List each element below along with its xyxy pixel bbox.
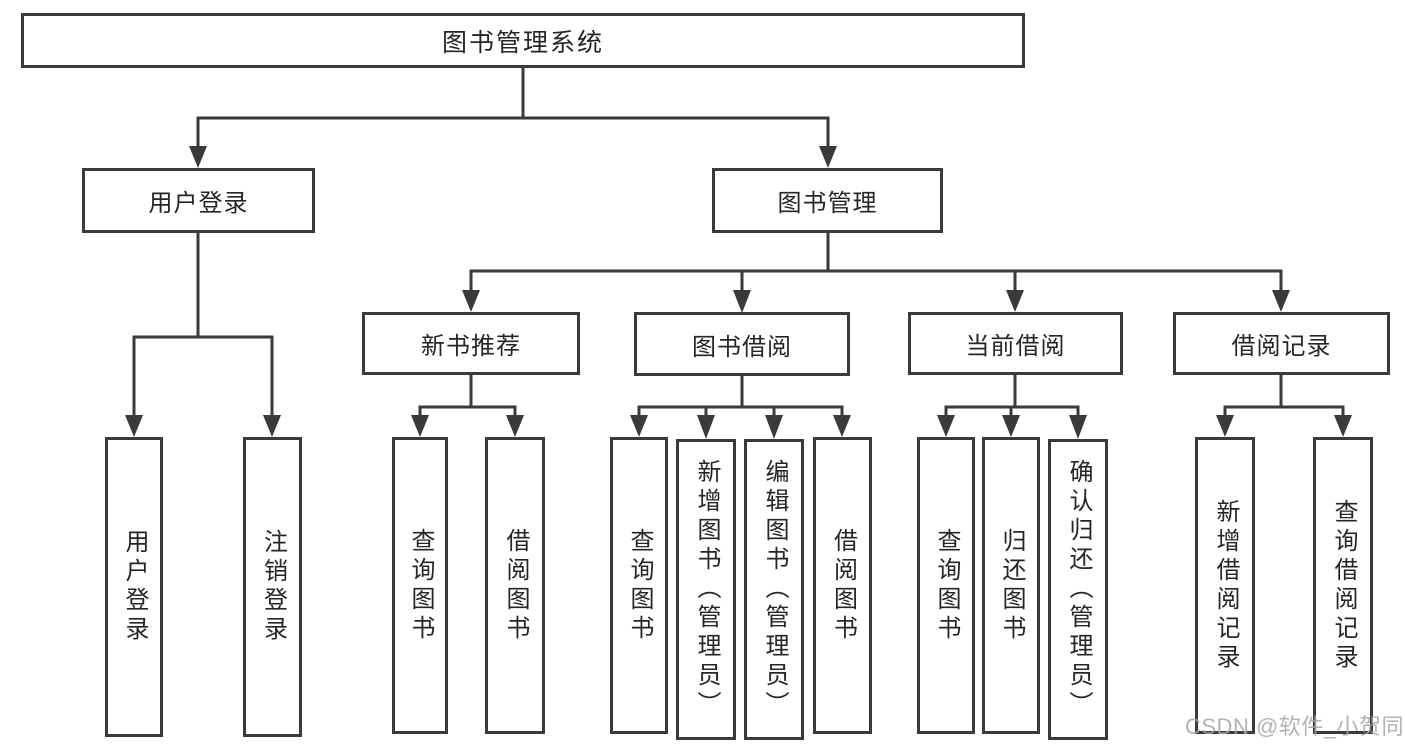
- node-current-borrowing: 当前借阅: [908, 312, 1123, 375]
- node-library-management-system: 图书管理系统: [21, 13, 1025, 68]
- connector-book-mgmt: [469, 231, 1283, 295]
- leaf-return-books-label: 归还图书: [998, 527, 1025, 644]
- node-book-borrowing: 图书借阅: [634, 312, 850, 376]
- leaf-query-books-3: 查询图书: [917, 437, 975, 734]
- leaf-borrow-books-1-label: 借阅图书: [502, 527, 529, 644]
- connector-user-login: [132, 231, 274, 420]
- node-borrowing-records: 借阅记录: [1173, 312, 1390, 375]
- leaf-logout: 注销登录: [243, 437, 302, 737]
- leaf-query-books-1: 查询图书: [392, 437, 448, 734]
- leaf-logout-label: 注销登录: [259, 529, 287, 645]
- node-user-login: 用户登录: [82, 168, 315, 233]
- leaf-borrow-books-2: 借阅图书: [813, 437, 872, 734]
- connector-current-borrow: [944, 373, 1080, 420]
- arrowheads: [125, 146, 1352, 439]
- leaf-query-books-1-label: 查询图书: [407, 527, 434, 644]
- leaf-confirm-return-admin-label: 确认归还（管理员）: [1065, 459, 1092, 720]
- connector-book-borrow: [637, 374, 844, 420]
- connector-new-book-rec: [418, 373, 517, 420]
- leaf-query-books-3-label: 查询图书: [933, 527, 960, 644]
- connector-borrow-records: [1223, 373, 1345, 420]
- leaf-borrow-books-2-label: 借阅图书: [829, 527, 857, 644]
- leaf-user-login-label: 用户登录: [121, 529, 148, 645]
- leaf-edit-book-admin: 编辑图书（管理员）: [744, 439, 804, 740]
- leaf-query-borrow-record-label: 查询借阅记录: [1330, 498, 1357, 673]
- leaf-add-borrow-record-label: 新增借阅记录: [1212, 498, 1239, 673]
- leaf-query-books-2: 查询图书: [610, 437, 668, 734]
- connector-root: [196, 64, 830, 152]
- watermark-text: CSDN @软件_小贺同学: [1185, 714, 1405, 739]
- node-book-management: 图书管理: [712, 168, 943, 233]
- leaf-query-borrow-record: 查询借阅记录: [1313, 437, 1373, 734]
- leaf-return-books: 归还图书: [982, 437, 1040, 734]
- leaf-add-book-admin-label: 新增图书（管理员）: [693, 459, 720, 720]
- leaf-query-books-2-label: 查询图书: [626, 527, 653, 644]
- leaf-edit-book-admin-label: 编辑图书（管理员）: [761, 459, 788, 720]
- leaf-user-login: 用户登录: [105, 437, 163, 737]
- leaf-add-borrow-record: 新增借阅记录: [1195, 437, 1255, 734]
- leaf-add-book-admin: 新增图书（管理员）: [676, 439, 736, 740]
- leaf-confirm-return-admin: 确认归还（管理员）: [1048, 439, 1108, 740]
- leaf-borrow-books-1: 借阅图书: [485, 437, 545, 734]
- node-new-book-recommend: 新书推荐: [362, 312, 580, 375]
